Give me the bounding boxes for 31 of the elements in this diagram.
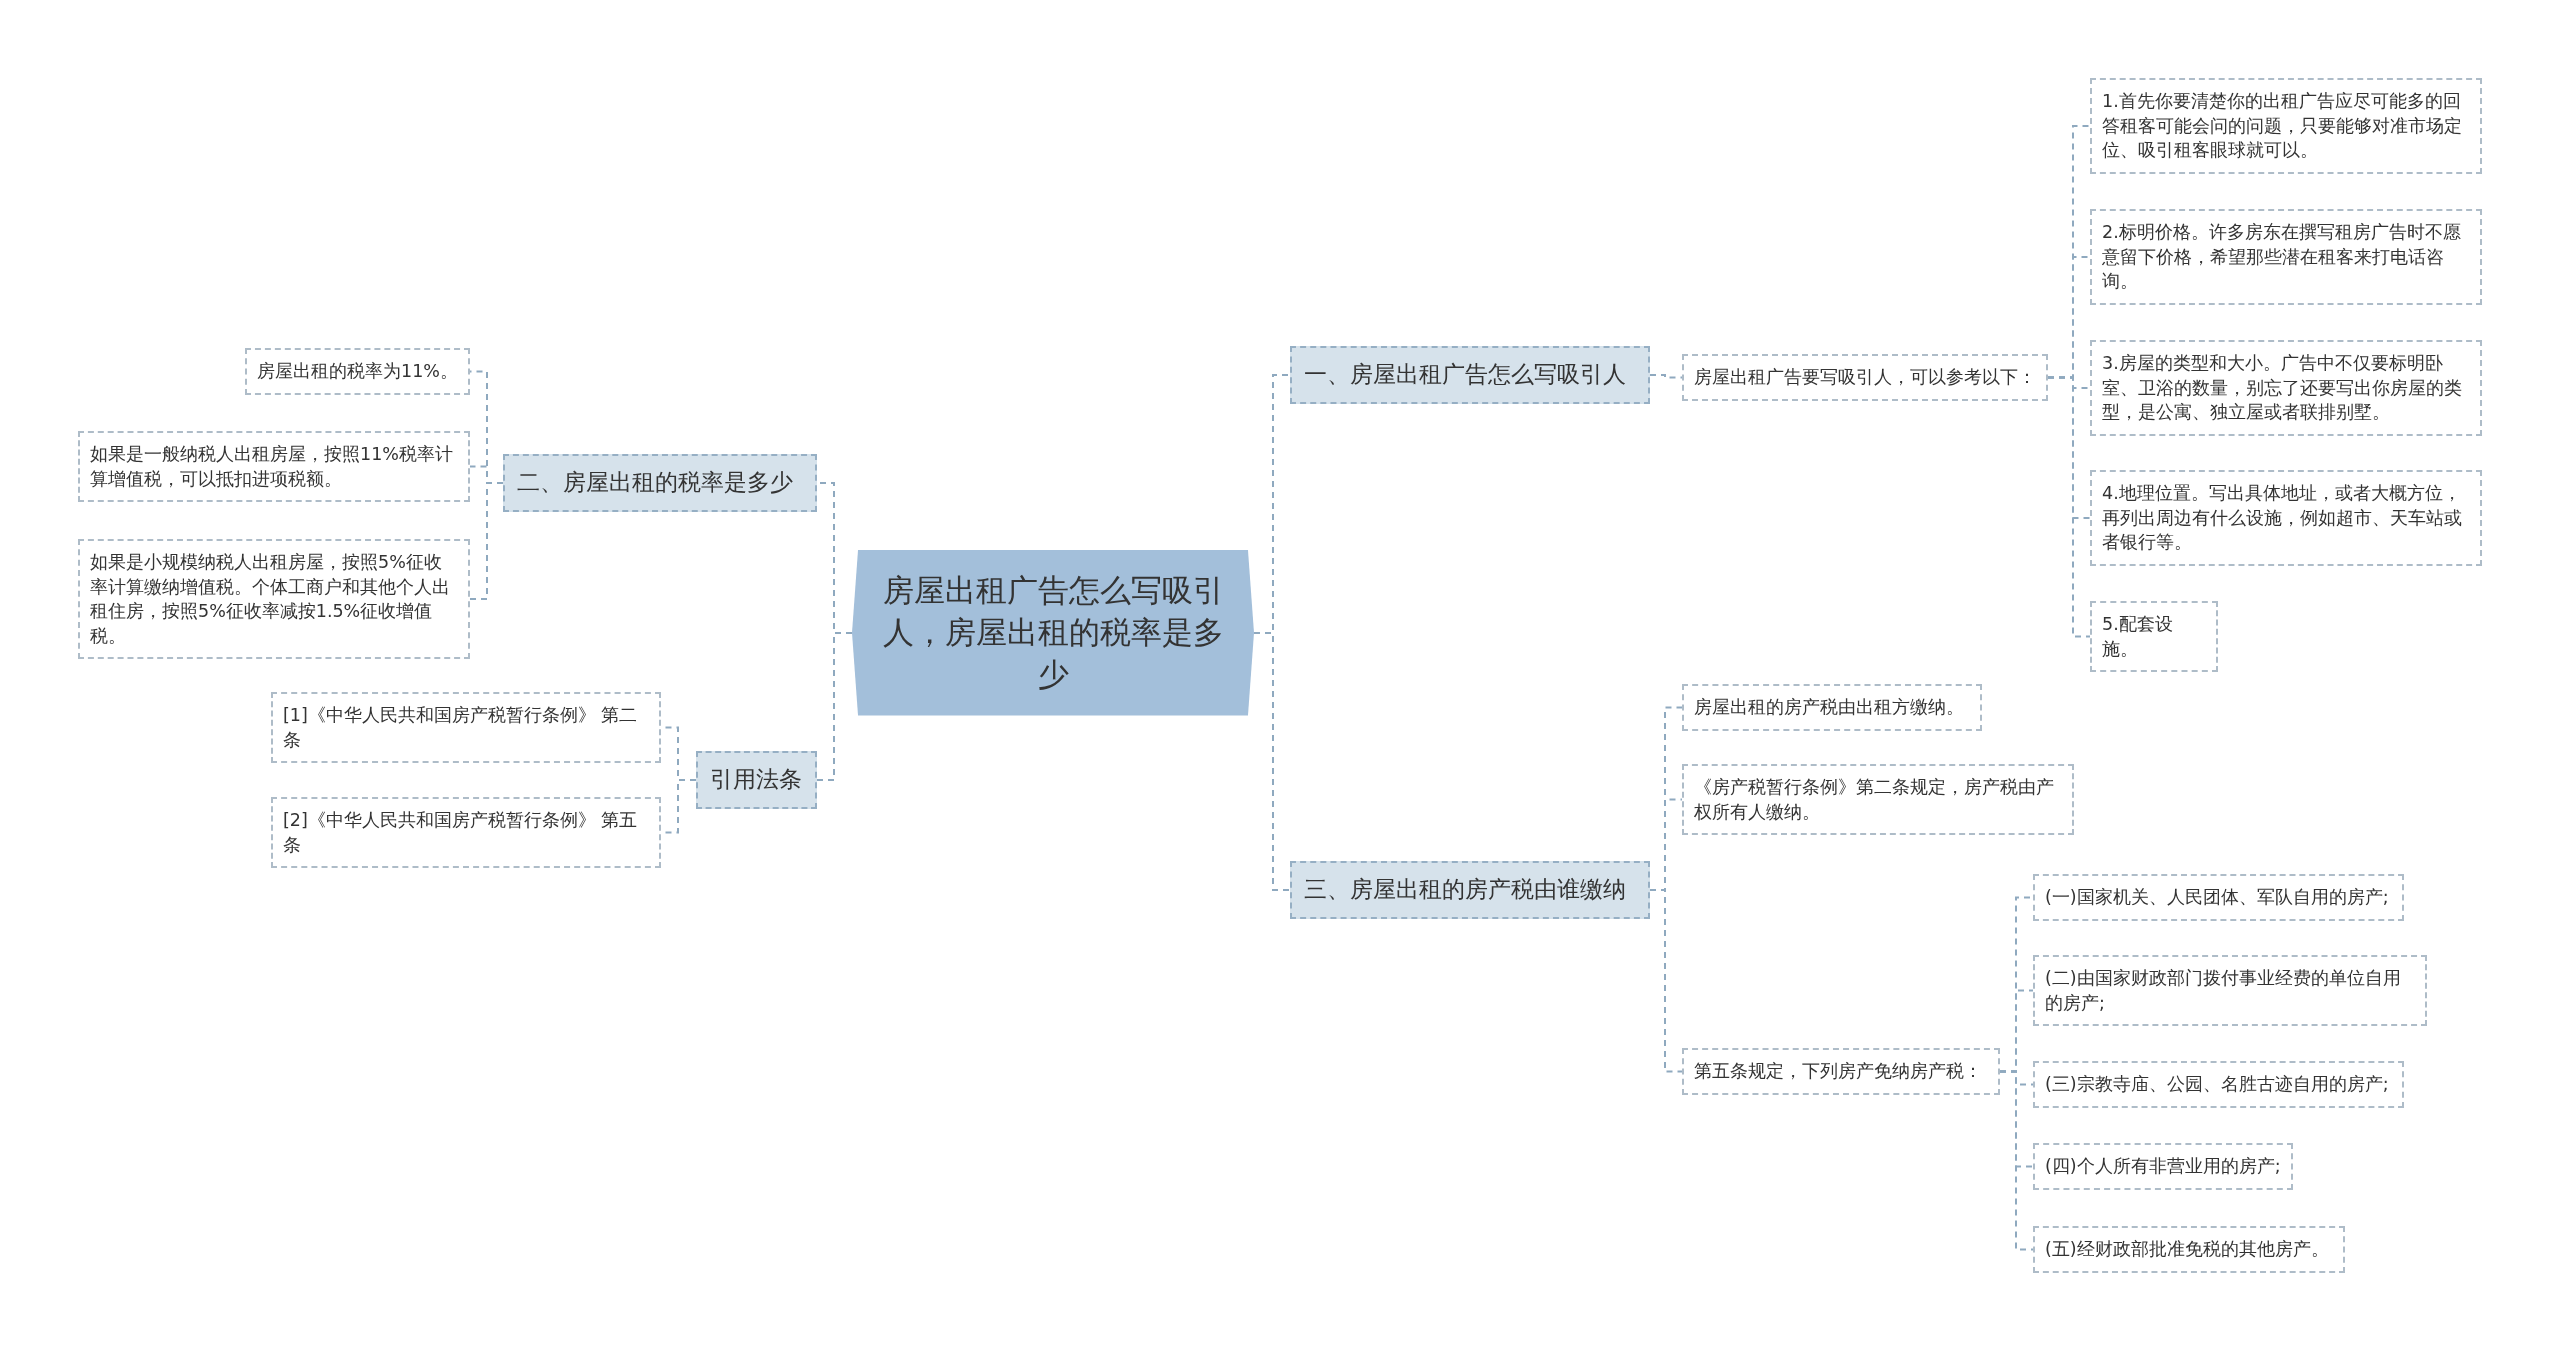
subtopic-box: 房屋出租广告要写吸引人，可以参考以下： bbox=[1682, 354, 2048, 401]
subtopic-box: (五)经财政部批准免税的其他房产。 bbox=[2033, 1226, 2345, 1273]
branch-topic-box: 二、房屋出租的税率是多少 bbox=[503, 454, 817, 512]
subtopic-box: 5.配套设施。 bbox=[2090, 601, 2218, 672]
branch-topic-box: 三、房屋出租的房产税由谁缴纳 bbox=[1290, 861, 1650, 919]
subtopic-box: 房屋出租的税率为11%。 bbox=[245, 348, 470, 395]
connector-line bbox=[1649, 374, 1683, 379]
connector-line bbox=[469, 482, 504, 600]
connector-line bbox=[1999, 1070, 2034, 1251]
connector-line bbox=[2047, 376, 2091, 638]
central-topic: 房屋出租广告怎么写吸引人，房屋出租的税率是多少 bbox=[852, 550, 1254, 716]
subtopic-box: (一)国家机关、人民团体、军队自用的房产; bbox=[2033, 874, 2404, 921]
subtopic-box: (三)宗教寺庙、公园、名胜古迹自用的房产; bbox=[2033, 1061, 2404, 1108]
subtopic-box: 4.地理位置。写出具体地址，或者大概方位，再列出周边有什么设施，例如超市、天车站或者银行等。 bbox=[2090, 470, 2482, 566]
subtopic-box: 3.房屋的类型和大小。广告中不仅要标明卧室、卫浴的数量，别忘了还要写出你房屋的类型，是公寓、独立屋或者联排别墅。 bbox=[2090, 340, 2482, 436]
subtopic-box: 如果是一般纳税人出租房屋，按照11%税率计算增值税，可以抵扣进项税额。 bbox=[78, 431, 470, 502]
subtopic-box: 房屋出租的房产税由出租方缴纳。 bbox=[1682, 684, 1982, 731]
subtopic-box: 2.标明价格。许多房东在撰写租房广告时不愿意留下价格，希望那些潜在租客来打电话咨询。 bbox=[2090, 209, 2482, 305]
subtopic-box: [1]《中华人民共和国房产税暂行条例》 第二条 bbox=[271, 692, 661, 763]
subtopic-box: [2]《中华人民共和国房产税暂行条例》 第五条 bbox=[271, 797, 661, 868]
subtopic-box: 如果是小规模纳税人出租房屋，按照5%征收率计算缴纳增值税。个体工商户和其他个人出租住房，按照5%征收率减按1.5%征收增值税。 bbox=[78, 539, 470, 659]
subtopic-box: 第五条规定，下列房产免纳房产税： bbox=[1682, 1048, 2000, 1095]
connector-line bbox=[1649, 889, 1683, 1073]
branch-topic-box: 一、房屋出租广告怎么写吸引人 bbox=[1290, 346, 1650, 404]
subtopic-box: (二)由国家财政部门拨付事业经费的单位自用的房产; bbox=[2033, 955, 2427, 1026]
subtopic-box: 《房产税暂行条例》第二条规定，房产税由产权所有人缴纳。 bbox=[1682, 764, 2074, 835]
subtopic-box: (四)个人所有非营业用的房产; bbox=[2033, 1143, 2293, 1190]
branch-topic-box: 引用法条 bbox=[696, 751, 817, 809]
connector-line bbox=[816, 632, 853, 781]
connector-line bbox=[1253, 632, 1291, 891]
subtopic-box: 1.首先你要清楚你的出租广告应尽可能多的回答租客可能会问的问题，只要能够对准市场定位、吸引租客眼球就可以。 bbox=[2090, 78, 2482, 174]
